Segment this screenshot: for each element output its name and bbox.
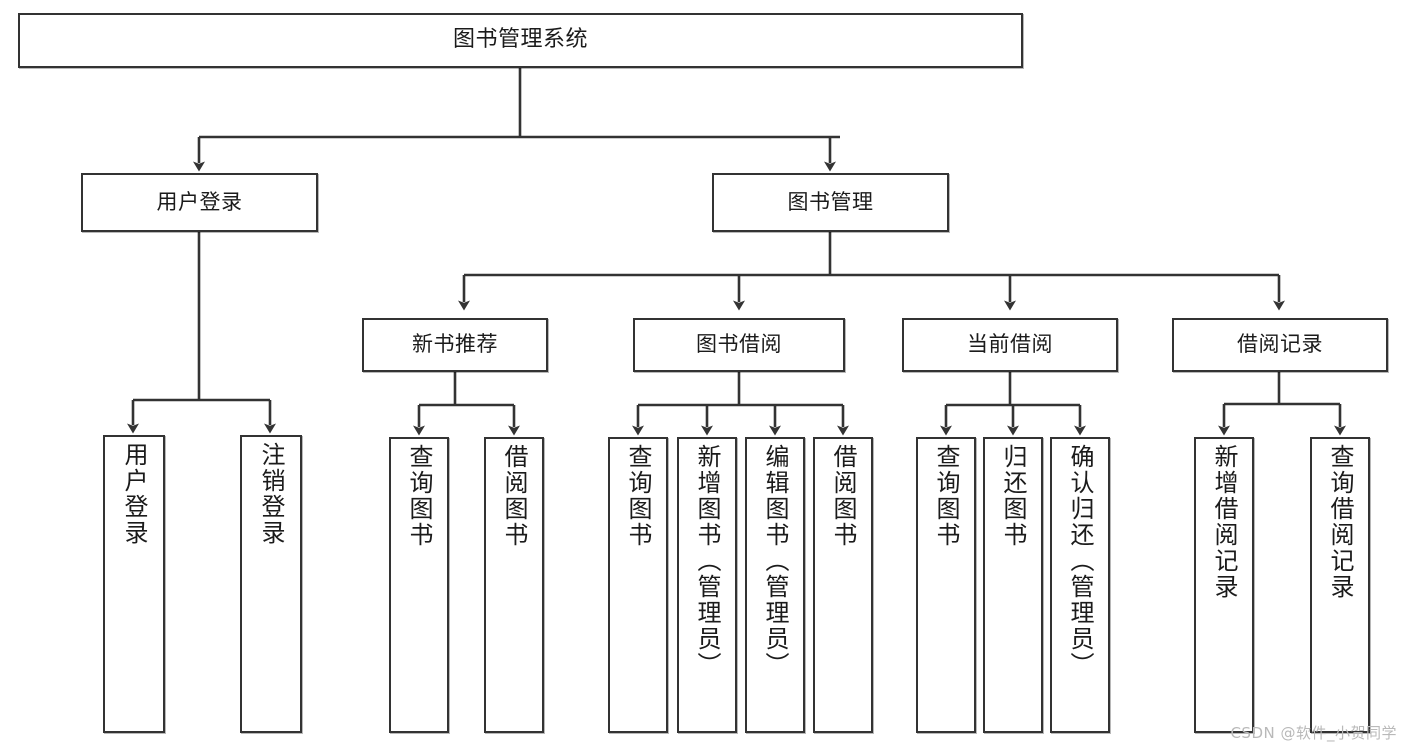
- node-label: 查询图书: [624, 444, 652, 548]
- leaf-current-borrow-return-book[interactable]: 归还图书: [983, 437, 1043, 733]
- node-label: 查询图书: [405, 444, 433, 548]
- node-label: 注销登录: [257, 442, 285, 546]
- leaf-book-borrow-borrow-book[interactable]: 借阅图书: [813, 437, 873, 733]
- node-label: 编辑图书（管理员）: [761, 444, 789, 678]
- leaf-user-login-logout[interactable]: 注销登录: [240, 435, 302, 733]
- node-label: 新书推荐: [412, 332, 498, 357]
- node-label: 查询图书: [932, 444, 960, 548]
- node-label: 借阅图书: [829, 444, 857, 548]
- leaf-current-borrow-query-book[interactable]: 查询图书: [916, 437, 976, 733]
- node-user-login[interactable]: 用户登录: [81, 173, 318, 232]
- leaf-borrow-record-query-record[interactable]: 查询借阅记录: [1310, 437, 1370, 733]
- node-label: 确认归还（管理员）: [1066, 444, 1094, 678]
- node-label: 借阅记录: [1237, 332, 1323, 357]
- node-label: 用户登录: [156, 189, 243, 214]
- leaf-current-borrow-confirm-return-admin[interactable]: 确认归还（管理员）: [1050, 437, 1110, 733]
- node-label: 图书管理: [787, 189, 874, 214]
- node-root-book-management-system[interactable]: 图书管理系统: [18, 13, 1023, 68]
- node-current-borrow[interactable]: 当前借阅: [902, 318, 1118, 372]
- leaf-book-borrow-add-book-admin[interactable]: 新增图书（管理员）: [677, 437, 737, 733]
- leaf-user-login-login[interactable]: 用户登录: [103, 435, 165, 733]
- node-label: 图书管理系统: [452, 27, 588, 53]
- leaf-new-book-borrow-book[interactable]: 借阅图书: [484, 437, 544, 733]
- node-label: 图书借阅: [696, 332, 782, 357]
- node-label: 归还图书: [999, 444, 1027, 548]
- node-label: 查询借阅记录: [1326, 444, 1354, 600]
- leaf-new-book-query-book[interactable]: 查询图书: [389, 437, 449, 733]
- node-borrow-record[interactable]: 借阅记录: [1172, 318, 1388, 372]
- node-new-book-recommend[interactable]: 新书推荐: [362, 318, 548, 372]
- node-label: 用户登录: [120, 442, 148, 546]
- node-label: 新增借阅记录: [1210, 444, 1238, 600]
- leaf-borrow-record-add-record[interactable]: 新增借阅记录: [1194, 437, 1254, 733]
- csdn-watermark: CSDN @软件_小贺同学: [1230, 724, 1397, 742]
- node-book-borrow[interactable]: 图书借阅: [633, 318, 845, 372]
- node-book-management[interactable]: 图书管理: [712, 173, 949, 232]
- leaf-book-borrow-edit-book-admin[interactable]: 编辑图书（管理员）: [745, 437, 805, 733]
- node-label: 新增图书（管理员）: [693, 444, 721, 678]
- leaf-book-borrow-query-book[interactable]: 查询图书: [608, 437, 668, 733]
- node-label: 当前借阅: [967, 332, 1053, 357]
- node-label: 借阅图书: [500, 444, 528, 548]
